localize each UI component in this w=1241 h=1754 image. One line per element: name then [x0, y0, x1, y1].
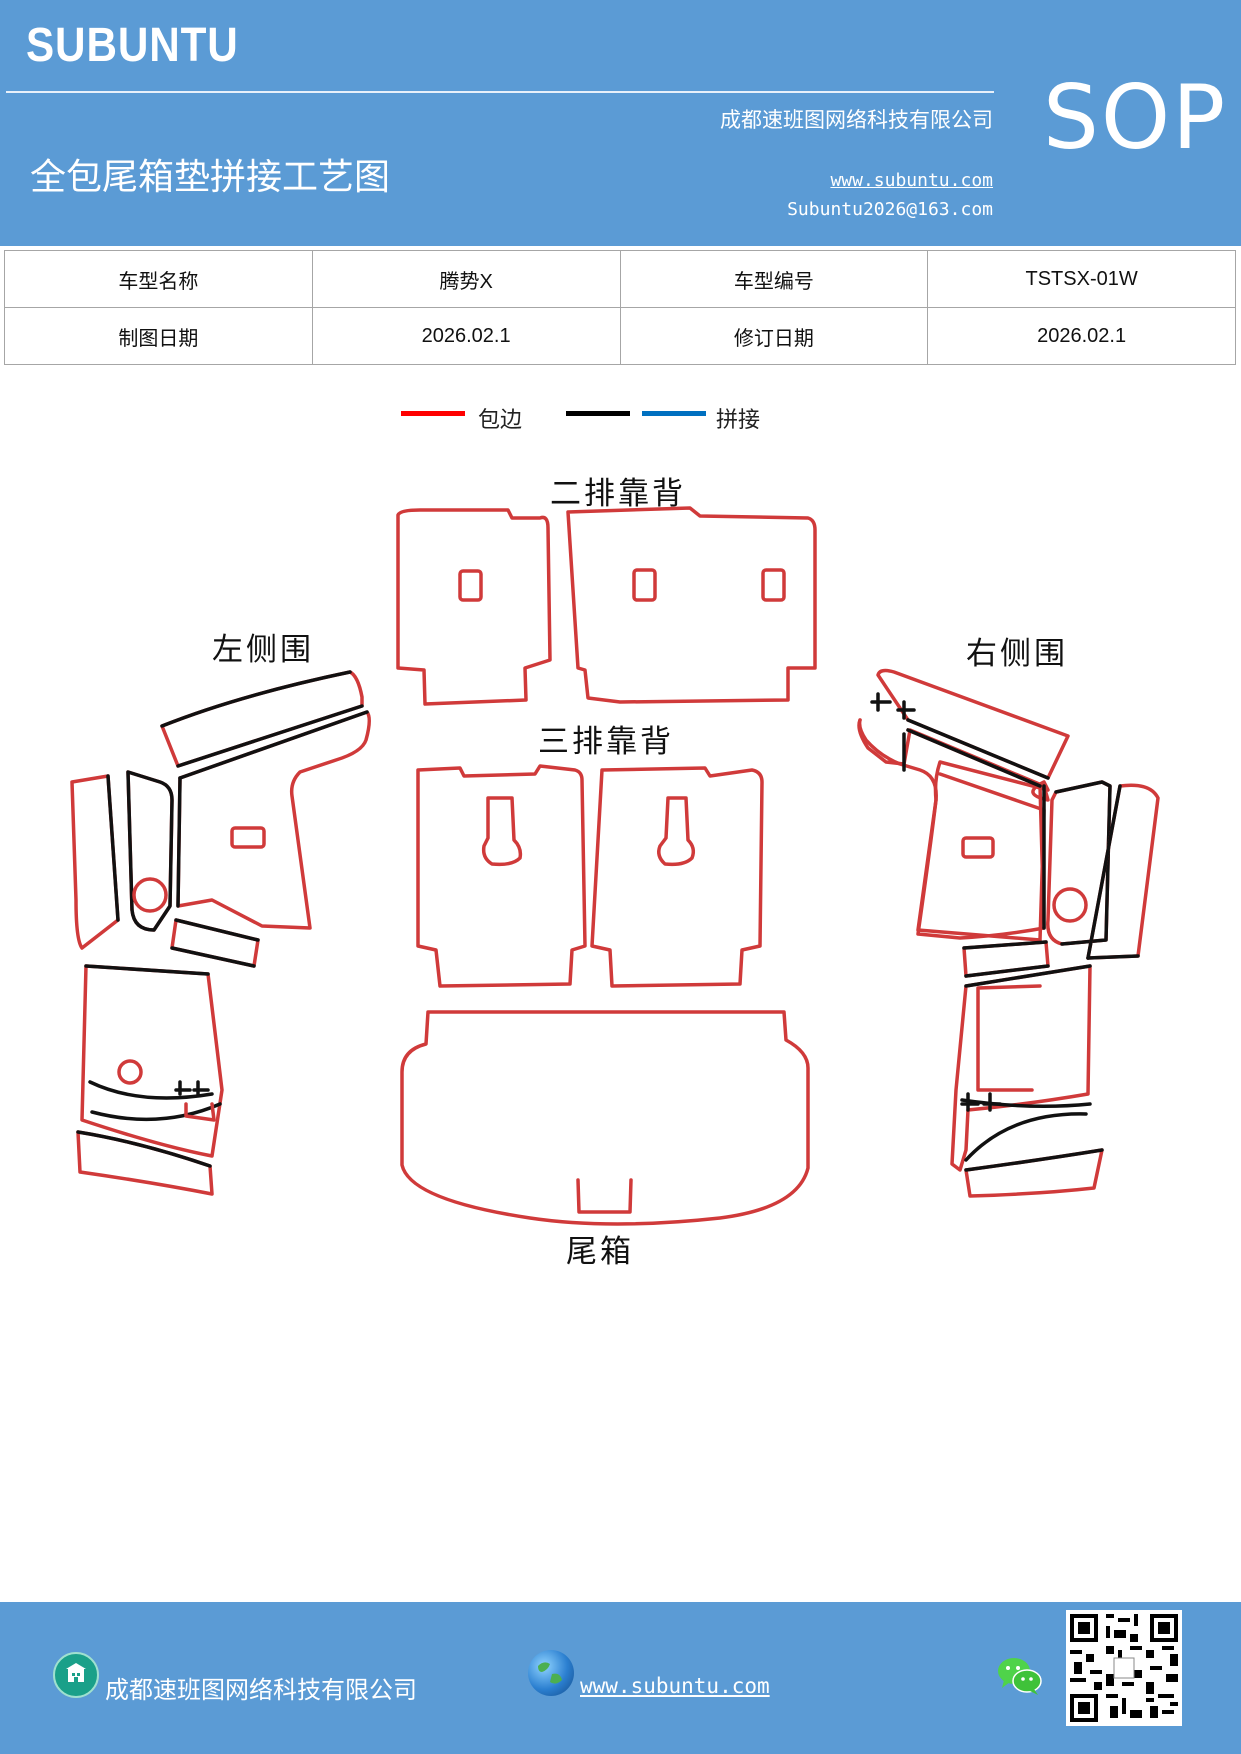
draw-date-value: 2026.02.1	[311, 307, 621, 365]
right-side-panel	[857, 668, 1160, 1198]
table-row: 制图日期 2026.02.1 修订日期 2026.02.1	[4, 307, 1236, 365]
globe-icon	[528, 1650, 574, 1696]
left-side-panel	[70, 670, 371, 1196]
vehicle-info-table: 车型名称 腾势X 车型编号 TSTSX-01W 制图日期 2026.02.1 修…	[4, 250, 1236, 365]
header-email[interactable]: Subuntu2026@163.com	[787, 199, 993, 220]
mat-layout-diagram	[70, 506, 1160, 1226]
draw-date-label: 制图日期	[4, 307, 313, 365]
header-banner: SUBUNTU 成都速班图网络科技有限公司 全包尾箱垫拼接工艺图 www.sub…	[0, 0, 1241, 246]
wechat-icon[interactable]	[996, 1654, 1044, 1698]
trunk-mat	[400, 1010, 810, 1226]
model-code-value: TSTSX-01W	[927, 250, 1236, 308]
footer-company-name: 成都速班图网络科技有限公司	[105, 1676, 417, 1704]
legend-blue-line	[642, 411, 706, 416]
label-trunk: 尾箱	[566, 1234, 634, 1270]
label-left-side-panel: 左侧围	[212, 632, 314, 668]
footer-website-link[interactable]: www.subuntu.com	[580, 1674, 770, 1698]
footer-banner: 成都速班图网络科技有限公司 www.subuntu.com	[0, 1602, 1241, 1754]
table-row: 车型名称 腾势X 车型编号 TSTSX-01W	[4, 250, 1236, 308]
line-legend: 包边 拼接	[400, 400, 820, 440]
header-divider	[6, 91, 994, 93]
sop-mark: SOP	[1043, 66, 1228, 169]
label-third-row-backrest: 三排靠背	[538, 724, 674, 760]
second-row-backrest	[396, 506, 817, 706]
model-name-label: 车型名称	[4, 250, 313, 308]
header-company-name: 成都速班图网络科技有限公司	[720, 108, 993, 132]
legend-red-line	[401, 411, 465, 416]
revision-date-value: 2026.02.1	[927, 307, 1236, 365]
model-name-value: 腾势X	[311, 250, 621, 308]
label-right-side-panel: 右侧围	[966, 636, 1068, 672]
third-row-backrest	[416, 764, 764, 988]
qr-code	[1066, 1610, 1182, 1726]
brand-logo-text: SUBUNTU	[26, 19, 239, 72]
document-title: 全包尾箱垫拼接工艺图	[30, 157, 391, 198]
revision-date-label: 修订日期	[619, 307, 929, 365]
legend-label-seam: 拼接	[716, 408, 761, 433]
label-second-row-backrest: 二排靠背	[550, 476, 686, 512]
model-code-label: 车型编号	[619, 250, 929, 308]
header-website-link[interactable]: www.subuntu.com	[830, 170, 993, 191]
legend-black-line	[566, 411, 630, 416]
legend-label-edge: 包边	[478, 408, 523, 433]
building-icon	[53, 1652, 99, 1698]
